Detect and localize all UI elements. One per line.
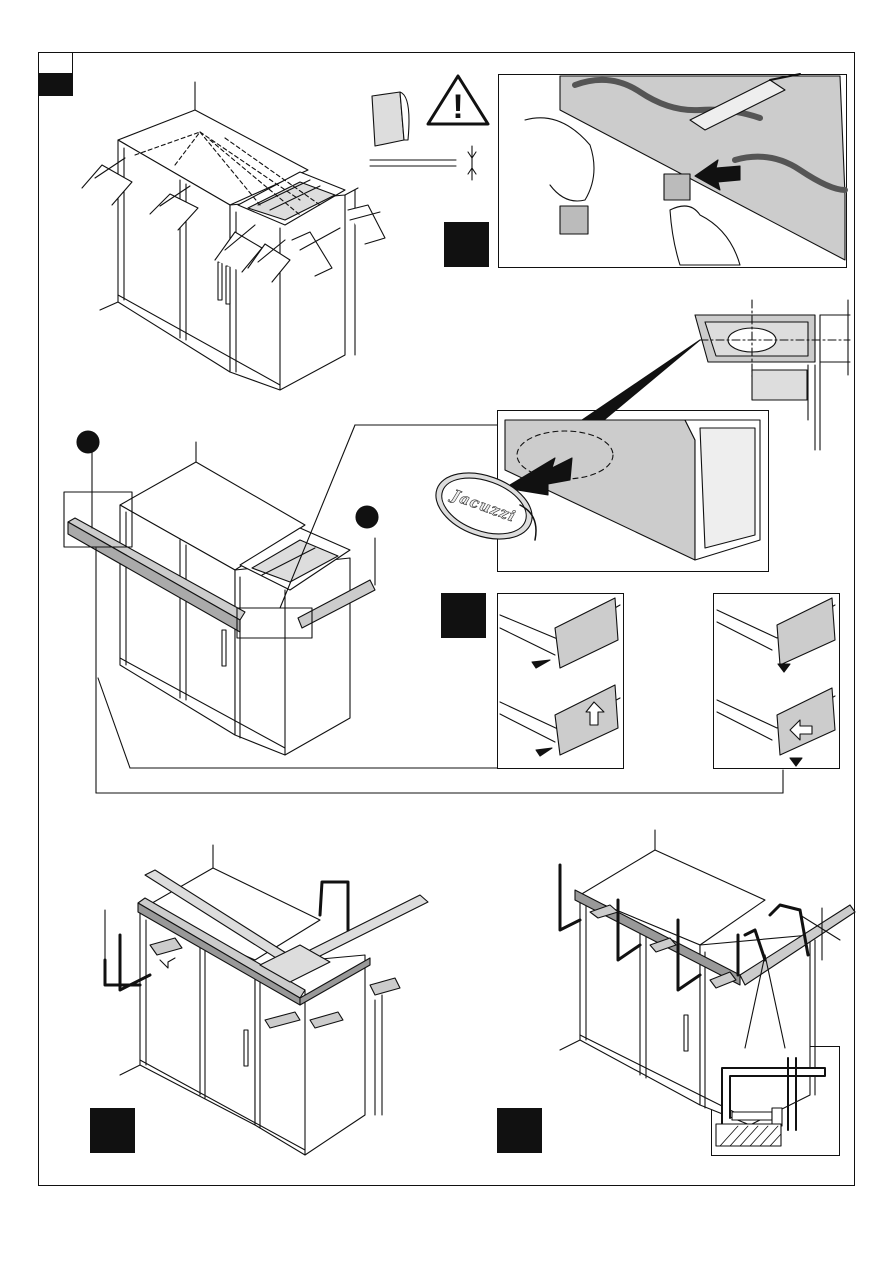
callout-dot-right [356, 506, 378, 528]
logo-placement-illustration [427, 420, 760, 560]
callout-dot-left [77, 431, 99, 453]
warning-triangle-icon: ! [428, 76, 488, 126]
cabinet-step-3 [105, 845, 428, 1155]
cabinet-step-4 [560, 830, 855, 1125]
trim-end-detail-left [500, 598, 620, 756]
svg-text:!: ! [452, 88, 463, 126]
cabinet-top-with-clamps [82, 82, 385, 390]
trim-end-detail-right [717, 598, 835, 766]
sealant-application-illustration [525, 74, 845, 265]
